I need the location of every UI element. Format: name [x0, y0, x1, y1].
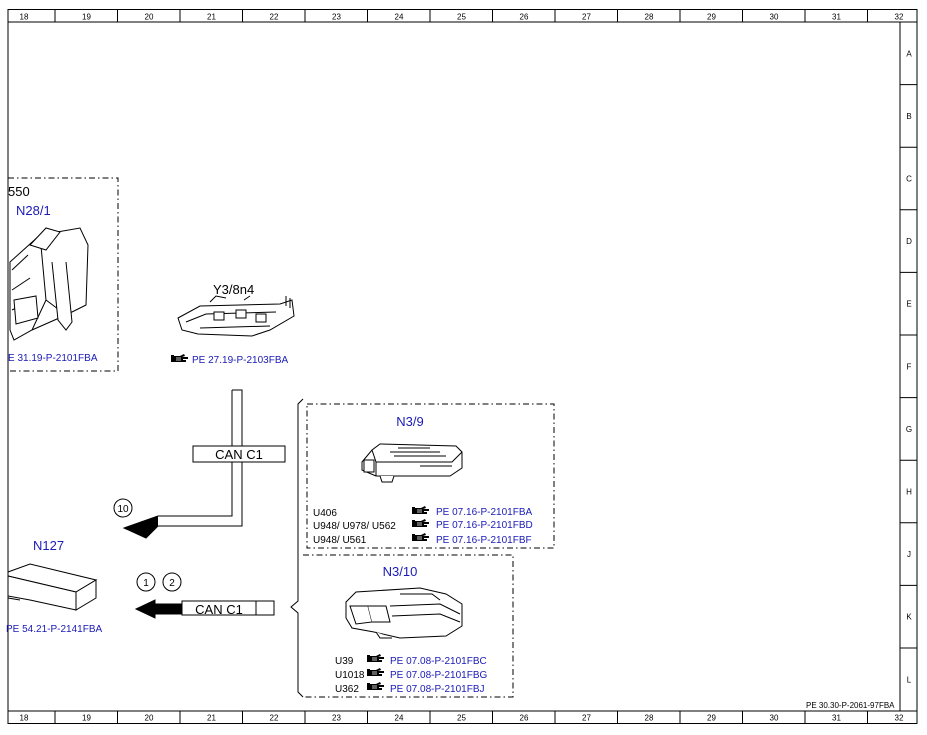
component-n127: N127 PE 54.21-P-2141FBA	[6, 538, 102, 635]
n3-9-label: N3/9	[396, 414, 423, 429]
column-label: 21	[207, 714, 216, 723]
n3-9-variant-ref: PE 07.16-P-2101FBA	[436, 507, 532, 518]
connector-1-marker	[136, 572, 156, 592]
n3-10-variant-code: U362	[335, 684, 359, 695]
column-label: 27	[582, 714, 591, 723]
row-label: E	[906, 300, 911, 309]
n28-1-label: N28/1	[16, 203, 51, 218]
bus-arrow-upper	[122, 515, 159, 539]
connector-10-marker	[113, 498, 133, 518]
n3-9-variant-code: U948/ U978/ U562	[313, 521, 396, 532]
module-group-bracket	[290, 398, 304, 698]
column-label: 24	[395, 13, 404, 22]
row-label: H	[906, 488, 912, 497]
bus-arrow-lower	[134, 599, 182, 619]
n3-9-illustration	[361, 443, 463, 483]
can-c1-upper-label: CAN C1	[215, 447, 263, 462]
y3-8n4-illustration	[177, 295, 295, 337]
column-label: 26	[520, 714, 529, 723]
column-labels-top: 18 19 20 21 22 23 24 25 26 27 28 29 30 31 32	[20, 13, 904, 22]
y3-8n4-reference-icon	[170, 353, 189, 363]
row-label: A	[906, 49, 912, 58]
column-label: 28	[645, 13, 654, 22]
column-label: 24	[395, 714, 404, 723]
row-label: B	[906, 112, 911, 121]
column-label: 32	[895, 714, 904, 723]
row-label: J	[907, 550, 911, 559]
component-y3-8n4: Y3/8n4 PE 27.19-P-2103FBA	[170, 282, 295, 366]
row-label: G	[906, 425, 912, 434]
n127-reference: PE 54.21-P-2141FBA	[6, 624, 102, 635]
n3-9-variant-code: U406	[313, 508, 337, 519]
column-label: 25	[457, 714, 466, 723]
column-label: 20	[145, 13, 154, 22]
n3-9-variant-ref: PE 07.16-P-2101FBF	[436, 535, 532, 546]
column-label: 25	[457, 13, 466, 22]
column-label: 23	[332, 714, 341, 723]
connector-2-marker	[162, 572, 182, 592]
column-label: 28	[645, 714, 654, 723]
drawing-reference: PE 30.30-P-2061-97FBA	[806, 701, 895, 710]
n127-label: N127	[33, 538, 64, 553]
can-c1-upper-bus: CAN C1 10	[113, 389, 286, 539]
row-label: F	[907, 362, 912, 371]
n3-9-variant-ref: PE 07.16-P-2101FBD	[436, 520, 533, 531]
column-label: 31	[832, 714, 841, 723]
component-n3-10: N3/10 U39 PE 07.08-P-2101FBC U1018 PE 07…	[303, 554, 514, 698]
column-label: 21	[207, 13, 216, 22]
n3-10-illustration	[345, 587, 463, 639]
column-label: 22	[270, 714, 279, 723]
row-label: L	[907, 675, 912, 684]
column-label: 18	[20, 714, 29, 723]
column-label: 27	[582, 13, 591, 22]
y3-8n4-label: Y3/8n4	[213, 282, 254, 297]
column-label: 31	[832, 13, 841, 22]
connector-2-label: 2	[169, 578, 175, 589]
n3-10-variant-code: U1018	[335, 670, 365, 681]
row-dividers	[900, 84, 917, 649]
y3-8n4-reference: PE 27.19-P-2103FBA	[192, 355, 288, 366]
column-label: 30	[770, 13, 779, 22]
row-labels: A B C D E F G H J K L	[906, 49, 912, 684]
n3-10-variant-ref: PE 07.08-P-2101FBJ	[390, 684, 485, 695]
n28-1-reference: E 31.19-P-2101FBA	[8, 353, 98, 364]
row-label: K	[906, 613, 912, 622]
n3-10-variant-list: U39 PE 07.08-P-2101FBC U1018 PE 07.08-P-…	[335, 653, 487, 695]
can-c1-lower-bus: CAN C1 1 2	[134, 572, 275, 619]
n3-9-variant-code: U948/ U561	[313, 535, 367, 546]
connector-10-label: 10	[117, 504, 129, 515]
n3-10-variant-code: U39	[335, 656, 354, 667]
can-c1-upper-label-box	[192, 445, 286, 463]
n28-1-partial-code: 550	[8, 184, 30, 199]
column-label: 29	[707, 714, 716, 723]
column-labels-bottom: 18 19 20 21 22 23 24 25 26 27 28 29 30 31 32	[20, 714, 904, 723]
column-label: 32	[895, 13, 904, 22]
n3-10-label: N3/10	[383, 564, 418, 579]
column-label: 19	[82, 714, 91, 723]
can-c1-lower-label: CAN C1	[195, 602, 243, 617]
n3-10-variant-ref: PE 07.08-P-2101FBC	[390, 656, 487, 667]
column-label: 20	[145, 714, 154, 723]
row-label: C	[906, 175, 912, 184]
column-label: 30	[770, 714, 779, 723]
component-n28-1: 550 N28/1 E 31.19-P-2101FBA	[8, 177, 119, 372]
column-label: 29	[707, 13, 716, 22]
component-n3-9: N3/9 U406 PE 07.16-P-2101FBA U948/ U978/…	[306, 403, 555, 549]
column-dividers	[54, 9, 868, 724]
column-label: 19	[82, 13, 91, 22]
n3-10-variant-ref: PE 07.08-P-2101FBG	[390, 670, 487, 681]
column-label: 22	[270, 13, 279, 22]
column-label: 26	[520, 13, 529, 22]
n127-illustration	[7, 563, 98, 611]
n28-1-illustration	[9, 227, 89, 341]
row-label: D	[906, 237, 912, 246]
column-label: 18	[20, 13, 29, 22]
column-label: 23	[332, 13, 341, 22]
n3-9-variant-list: U406 PE 07.16-P-2101FBA U948/ U978/ U562…	[313, 505, 533, 546]
connector-1-label: 1	[143, 578, 149, 589]
